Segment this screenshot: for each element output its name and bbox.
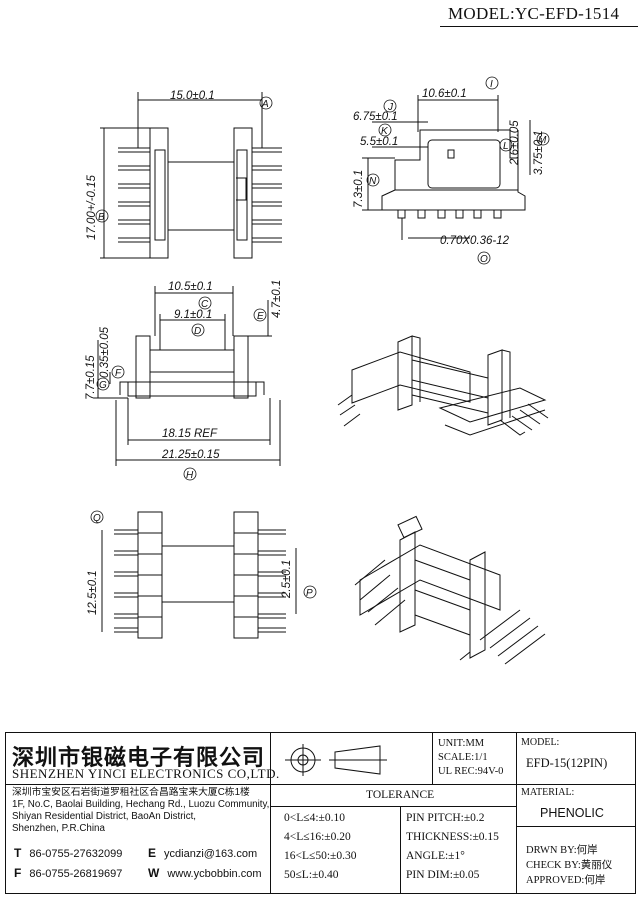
callout-D: D [194, 326, 201, 337]
tolerance-row: THICKNESS:±0.15 [406, 831, 499, 843]
callout-Q: Q [93, 513, 101, 524]
callout-E: E [257, 311, 264, 322]
tolerance-row: PIN PITCH:±0.2 [406, 812, 485, 824]
callout-L: L [503, 141, 509, 152]
dim-A-label: 15.0±0.1 [170, 90, 215, 102]
callout-G: G [99, 380, 107, 391]
callout-A: A [261, 99, 269, 110]
fax-number: 86-0755-26819697 [29, 868, 123, 880]
tel-number: 86-0755-27632099 [29, 848, 123, 860]
callout-J: J [387, 102, 394, 113]
tolerance-row: 50≤L:±0.40 [284, 869, 339, 881]
tel-label: T [14, 846, 22, 860]
callout-H: H [186, 470, 194, 481]
callout-O: O [480, 254, 488, 265]
dim-G-label: 7.7±0.15 [85, 355, 97, 400]
pins-left [118, 147, 150, 243]
scale-label: SCALE:1/1 [438, 752, 488, 763]
title-block [5, 732, 636, 894]
model-value: EFD-15(12PIN) [526, 756, 608, 770]
unit-label: UNIT:MM [438, 738, 485, 749]
web-label: W [148, 866, 160, 880]
company-name-en: SHENZHEN YINCI ELECTRONICS CO,LTD. [12, 766, 280, 781]
material-value: PHENOLIC [540, 806, 604, 820]
material-label: MATERIAL: [521, 787, 575, 798]
tb-divider [516, 732, 517, 894]
dim-J-label: 6.75±0.1 [353, 111, 398, 123]
dim-L-label: 2.6±0.05 [509, 120, 521, 166]
dim-I-label: 10.6±0.1 [422, 88, 467, 100]
ul-label: UL REC:94V-0 [438, 766, 504, 777]
drawn-by: DRWN BY:何岸 [526, 845, 598, 856]
callout-P: P [306, 588, 313, 599]
pins-right [252, 147, 282, 243]
dim-Q-label: 12.5±0.1 [87, 570, 99, 615]
tolerance-row: PIN DIM:±0.05 [406, 869, 480, 881]
callout-M: M [538, 135, 547, 146]
dim-M-label: 3.75±0.1 [533, 130, 545, 175]
flange-left [149, 127, 169, 259]
dim-F-label: 0.35±0.05 [99, 326, 111, 378]
telephone: T 86-0755-27632099 [14, 846, 122, 860]
model-label: MODEL: [521, 737, 560, 748]
technical-drawing: 15.0±0.1 17.00+/-0.15 10.5±0.1 9.1±0.1 4… [85, 76, 550, 665]
checked-by: CHECK BY:黄丽仪 [526, 860, 613, 871]
dim-B-label: 17.00+/-0.15 [86, 174, 98, 240]
isometric-view-top [337, 335, 549, 436]
dim-O-label: 0.70X0.36-12 [440, 235, 510, 247]
tolerance-title: TOLERANCE [366, 789, 435, 801]
dim-D-label: 9.1±0.1 [174, 309, 212, 321]
tolerance-row: 0<L≤4:±0.10 [284, 812, 345, 824]
side-pins [397, 209, 502, 219]
isometric-view-bottom [354, 515, 546, 665]
address-line: Shiyan Residential District, BaoAn Distr… [12, 811, 197, 822]
tolerance-row: 4<L≤16:±0.20 [284, 831, 351, 843]
fax: F 86-0755-26819697 [14, 866, 122, 880]
tb-divider [270, 732, 271, 894]
title-underline [440, 26, 638, 27]
callout-N: N [369, 176, 377, 187]
side-view [362, 95, 531, 240]
address-line: Shenzhen, P.R.China [12, 823, 105, 834]
dim-P-label: 2.5±0.1 [281, 560, 293, 599]
tb-divider [5, 784, 270, 785]
bottom-view [101, 511, 297, 639]
dim-C-label: 10.5±0.1 [168, 281, 213, 293]
tolerance-row: 16<L≤50:±0.30 [284, 850, 357, 862]
address-line: 1F, No.C, Baolai Building, Hechang Rd., … [12, 799, 270, 810]
tolerance-row: ANGLE:±1° [406, 850, 465, 862]
projection-symbol-icon [285, 744, 387, 776]
callout-B: B [98, 212, 105, 223]
callout-C: C [201, 299, 209, 310]
tb-divider [400, 806, 401, 894]
approved-by: APPROVED:何岸 [526, 875, 606, 886]
top-view [100, 92, 282, 259]
callout-K: K [381, 126, 389, 137]
dim-H-label: 21.25±0.15 [161, 449, 220, 461]
tb-divider [270, 806, 516, 807]
dim-E-label: 4.7±0.1 [271, 280, 283, 318]
address-line: 深圳市宝安区石岩街道罗租社区合昌路宝来大厦C栋1楼 [12, 787, 250, 798]
company-name-cn: 深圳市银磁电子有限公司 [12, 745, 266, 771]
tb-divider [516, 826, 636, 827]
callout-F: F [115, 368, 122, 379]
callout-I: I [490, 79, 493, 90]
email-label: E [148, 846, 157, 860]
front-view [94, 286, 281, 466]
dim-N-label: 7.3±0.1 [353, 170, 365, 208]
email-address: ycdianzi@163.com [164, 848, 258, 860]
flange-right [233, 127, 253, 259]
tb-divider [432, 732, 433, 784]
fax-label: F [14, 866, 22, 880]
dim-ref-label: 18.15 REF [162, 428, 218, 440]
web-address: www.ycbobbin.com [167, 868, 262, 880]
tb-divider [270, 784, 636, 785]
model-title: MODEL:YC-EFD-1514 [448, 4, 620, 23]
dim-K-label: 5.5±0.1 [360, 136, 398, 148]
